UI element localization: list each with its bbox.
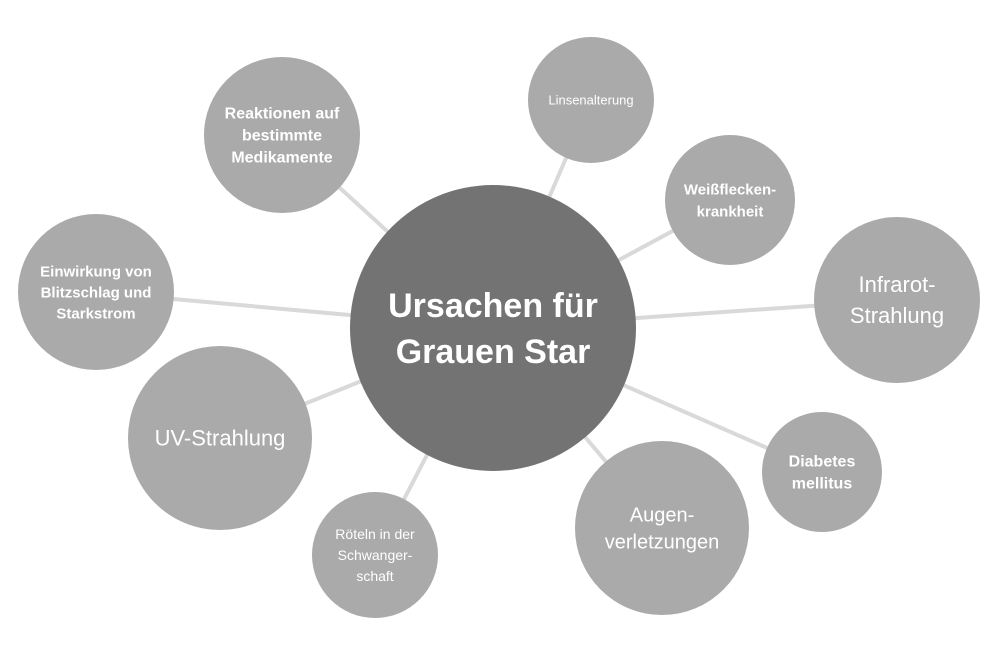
cause-circle-augenverletzungen — [575, 441, 749, 615]
cause-label-line: Weißflecken- — [684, 181, 776, 198]
cause-label-uv: UV-Strahlung — [155, 426, 286, 451]
cause-label-line: bestimmte — [242, 128, 322, 145]
cause-label-line: Blitzschlag und — [41, 284, 152, 301]
cause-label-line: schaft — [356, 568, 393, 584]
cause-label-line: Strahlung — [850, 303, 944, 328]
cause-node-diabetes: Diabetes mellitus — [762, 412, 882, 532]
cause-label-augenverletzungen: Augen-verletzungen — [605, 505, 720, 554]
cause-circle-uv — [128, 346, 312, 530]
cause-label-line: UV-Strahlung — [155, 426, 286, 451]
cause-label-line: Diabetes — [789, 454, 856, 471]
cause-label-line: Einwirkung von — [40, 263, 152, 280]
cause-label-line: Starkstrom — [56, 305, 135, 322]
cause-node-weissflecken: Weißflecken-krankheit — [665, 135, 795, 265]
cause-node-linsenalterung: Linsenalterung — [528, 37, 654, 163]
cause-label-line: Infrarot- — [858, 272, 935, 297]
cause-circle-diabetes — [762, 412, 882, 532]
cause-label-line: Linsenalterung — [548, 93, 633, 108]
cause-label-line: Medikamente — [231, 150, 332, 167]
cause-label-line: Schwanger- — [338, 547, 413, 563]
center-title-line: Grauen Star — [396, 333, 591, 371]
cause-label-diabetes: Diabetes mellitus — [789, 454, 856, 493]
cause-label-line: Röteln in der — [335, 526, 415, 542]
cause-label-infrarot: Infrarot- Strahlung — [850, 272, 944, 328]
cause-circle-linsenalterung — [528, 37, 654, 163]
cause-label-line: krankheit — [697, 203, 764, 220]
cause-label-line: Reaktionen auf — [225, 106, 340, 123]
cause-label-weissflecken: Weißflecken-krankheit — [684, 181, 776, 220]
cause-node-augenverletzungen: Augen-verletzungen — [575, 441, 749, 615]
cause-circle-weissflecken — [665, 135, 795, 265]
cause-label-line: Augen- — [630, 505, 695, 527]
cause-circle-blitzschlag — [18, 214, 174, 370]
center-circle — [350, 185, 636, 471]
cause-circle-roeteln — [312, 492, 438, 618]
cause-node-uv: UV-Strahlung — [128, 346, 312, 530]
cause-circle-infrarot — [814, 217, 980, 383]
center-title-line: Ursachen für — [388, 287, 598, 325]
cause-node-infrarot: Infrarot- Strahlung — [814, 217, 980, 383]
cause-circle-medikamente — [204, 57, 360, 213]
cause-label-line: verletzungen — [605, 532, 720, 554]
cause-label-line: mellitus — [792, 476, 853, 493]
cause-label-linsenalterung: Linsenalterung — [548, 93, 633, 108]
